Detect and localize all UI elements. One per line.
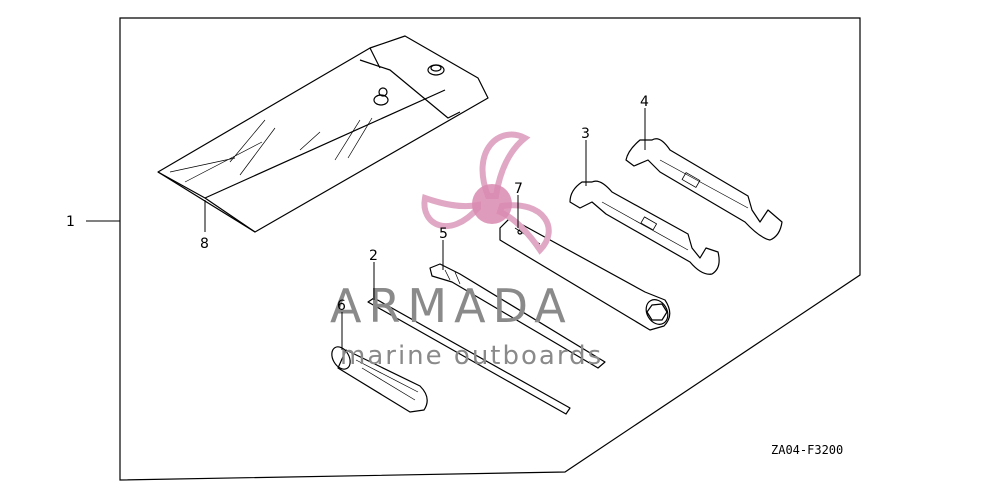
- propeller-logo: [421, 131, 552, 255]
- watermark-subtitle: marine outboards: [340, 341, 603, 371]
- callout-5: 5: [439, 226, 448, 242]
- screwdriver-handle: [331, 346, 428, 413]
- drawing-code: ZA04-F3200: [771, 443, 843, 457]
- callout-8: 8: [200, 236, 209, 252]
- callout-3: 3: [581, 126, 590, 142]
- callout-4: 4: [640, 94, 649, 110]
- tool-bag: [157, 35, 489, 233]
- callout-7: 7: [514, 181, 523, 197]
- callout-6: 6: [337, 298, 346, 314]
- open-end-spanner-large: [625, 138, 783, 241]
- leader-lines: [86, 108, 646, 350]
- watermark-title: ARMADA: [330, 279, 573, 333]
- callout-1: 1: [66, 214, 75, 230]
- watermark: ARMADA marine outboards: [330, 131, 603, 371]
- open-end-spanner-small: [569, 180, 720, 275]
- tommy-bar: [367, 297, 571, 415]
- assembly-frame: [119, 17, 861, 481]
- callout-2: 2: [369, 248, 378, 264]
